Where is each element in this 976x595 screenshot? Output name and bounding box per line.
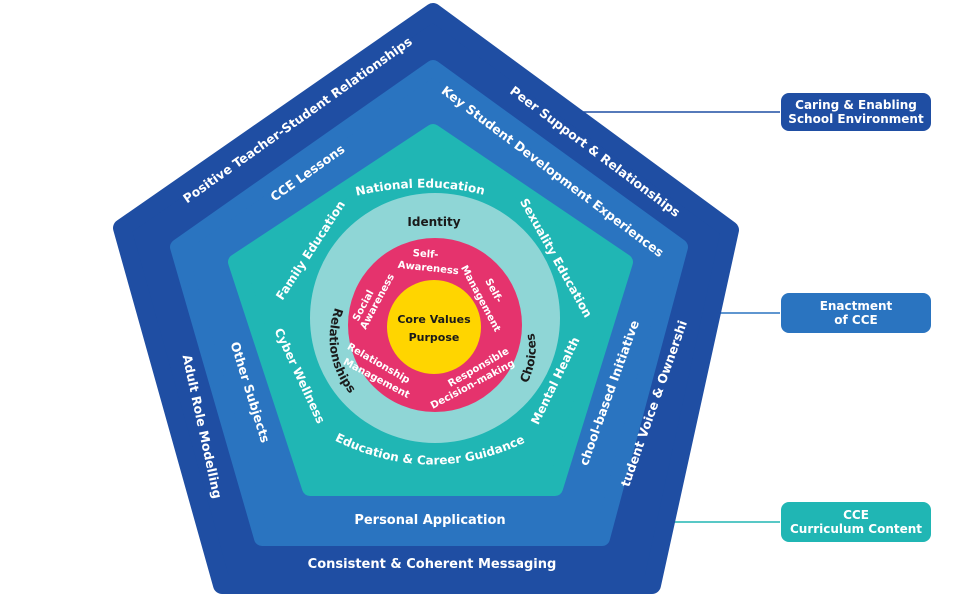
callout-curriculum-line2: Curriculum Content	[789, 522, 923, 536]
label-identity: Identity	[407, 215, 460, 229]
label-self-awareness-1: Self-	[412, 248, 438, 261]
callout-enactment-line2: of CCE	[834, 313, 878, 327]
core-circle	[387, 280, 481, 374]
callout-enactment-line1: Enactment	[819, 299, 893, 313]
callout-enactment: Enactment of CCE	[781, 293, 931, 333]
callout-caring-enabling-line1: Caring & Enabling	[795, 98, 917, 112]
label-personal-application: Personal Application	[354, 513, 505, 528]
callout-caring-enabling: Caring & Enabling School Environment	[781, 93, 931, 131]
label-consistent-messaging: Consistent & Coherent Messaging	[308, 557, 557, 572]
label-core-values: Core Values	[397, 313, 471, 326]
label-purpose: Purpose	[409, 331, 460, 344]
callout-curriculum: CCE Curriculum Content	[781, 502, 931, 542]
callout-caring-enabling-line2: School Environment	[788, 112, 924, 126]
callout-curriculum-line1: CCE	[843, 508, 869, 522]
